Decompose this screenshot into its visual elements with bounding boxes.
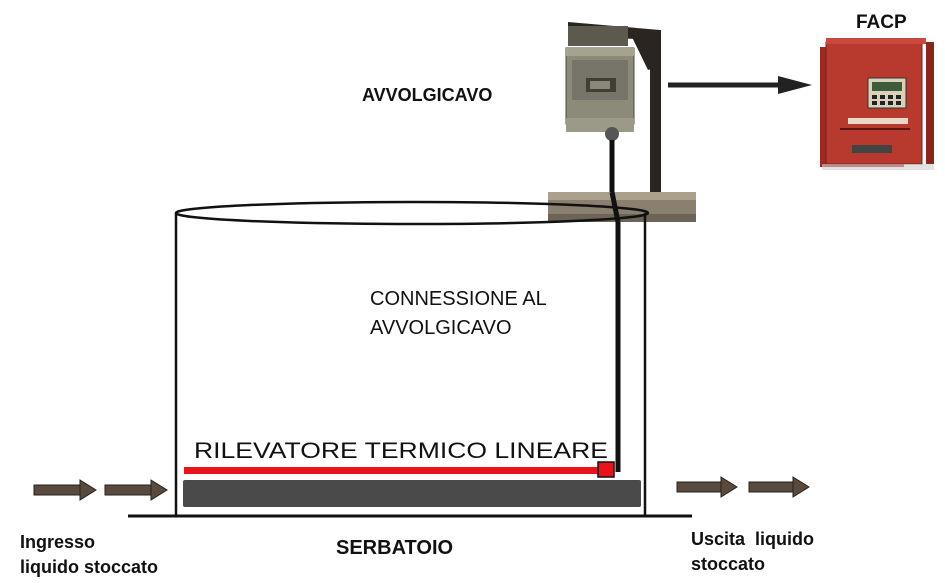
inlet-label-line2: liquido stoccato <box>20 557 158 577</box>
connection-label-line2: AVVOLGICAVO <box>370 317 512 339</box>
tank-base <box>183 480 641 507</box>
reel-label: AVVOLGICAVO <box>362 85 492 105</box>
inlet-label-line1: Ingresso <box>20 532 95 552</box>
signal-arrow-icon <box>668 76 812 94</box>
cable-reel-icon <box>548 22 696 222</box>
tank-outline <box>128 200 692 518</box>
outlet-flow-arrow-icon <box>748 476 810 498</box>
connection-cable <box>609 140 621 472</box>
inlet-flow-arrow-icon <box>104 479 168 501</box>
facp-label: FACP <box>856 12 907 33</box>
tank-label: SERBATOIO <box>336 537 453 559</box>
detector-label: RILEVATORE TERMICO LINEARE <box>194 438 608 463</box>
linear-heat-detector-cable <box>184 461 615 478</box>
outlet-label-line1: Uscita liquido <box>691 529 814 549</box>
connection-label-line1: CONNESSIONE AL <box>370 288 547 310</box>
inlet-flow-arrow-icon <box>33 479 97 501</box>
outlet-label-line2: stoccato <box>691 554 765 574</box>
facp-panel-icon <box>820 38 934 170</box>
outlet-flow-arrow-icon <box>676 476 738 498</box>
